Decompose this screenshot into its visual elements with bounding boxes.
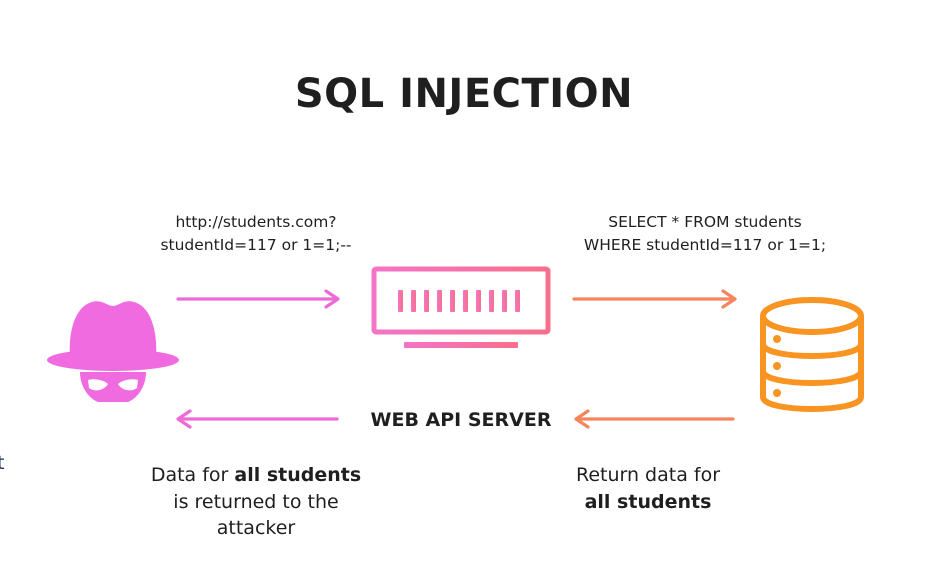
attacker-caption-line2: is returned to the — [173, 491, 338, 513]
return-caption-line1: Return data for — [576, 464, 720, 486]
attacker-caption-line1: Data for all students — [151, 464, 361, 486]
request-url-line2: studentId=117 or 1=1;-- — [160, 236, 351, 254]
return-caption-emphasis: all students — [585, 491, 712, 513]
edge-fragment: t — [0, 452, 4, 474]
sql-query-line1: SELECT * FROM students — [608, 213, 801, 231]
sql-query-line2: WHERE studentId=117 or 1=1; — [584, 236, 826, 254]
page-title: SQL INJECTION — [295, 71, 633, 117]
attacker-caption-prefix: Data for — [151, 464, 235, 486]
hacker-icon — [47, 301, 179, 402]
database-icon — [760, 297, 864, 412]
attacker-caption-emphasis: all students — [234, 464, 361, 486]
server-monitor-icon — [371, 266, 551, 348]
response-arrow-to-server — [574, 409, 735, 429]
server-label: WEB API SERVER — [371, 409, 552, 431]
database-indicators — [773, 335, 781, 397]
request-url-line1: http://students.com? — [175, 213, 336, 231]
query-arrow — [572, 289, 737, 309]
response-arrow-to-attacker — [176, 409, 339, 429]
request-arrow — [176, 289, 340, 309]
attacker-caption-line3: attacker — [217, 517, 296, 539]
